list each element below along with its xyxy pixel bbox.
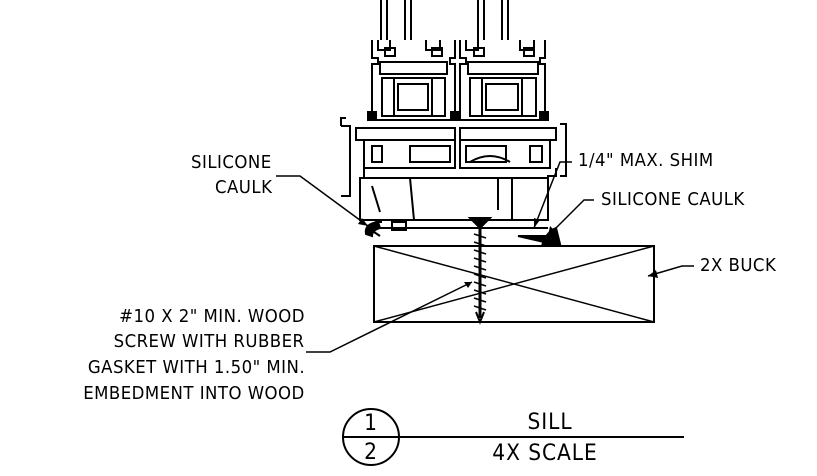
shim-label: 1/4" MAX. SHIM (578, 150, 714, 171)
screw-note-line1: #10 X 2" MIN. WOOD (119, 306, 305, 327)
silicone-caulk-left-line2: CAULK (214, 177, 272, 198)
screw-note-line2: SCREW WITH RUBBER (114, 331, 305, 352)
screw-note-line3: GASKET WITH 1.50" MIN. (87, 357, 305, 378)
silicone-caulk-right-label: SILICONE CAULK (601, 189, 745, 210)
leader-arrowheads (358, 218, 658, 288)
detail-scale: 4X SCALE (492, 441, 598, 466)
wood-buck (373, 245, 655, 323)
leader-lines (276, 161, 694, 353)
weatherstrips (367, 111, 549, 121)
right-sash-profile (459, 40, 546, 121)
sill-frame (359, 168, 557, 237)
caulk-beads (364, 220, 562, 248)
screw-note-line4: EMBEDMENT INTO WOOD (83, 383, 305, 404)
lower-rails (340, 117, 567, 197)
detail-number: 1 (364, 411, 378, 436)
silicone-caulk-left-line1: SILICONE (191, 152, 272, 173)
title-block-graphic (342, 408, 684, 466)
wood-screw (467, 217, 493, 325)
left-sash-profile (371, 40, 456, 121)
buck-label: 2X BUCK (700, 255, 777, 276)
detail-title: SILL (527, 410, 573, 435)
sheet-number: 2 (364, 440, 378, 465)
glass-panes (380, 0, 509, 40)
